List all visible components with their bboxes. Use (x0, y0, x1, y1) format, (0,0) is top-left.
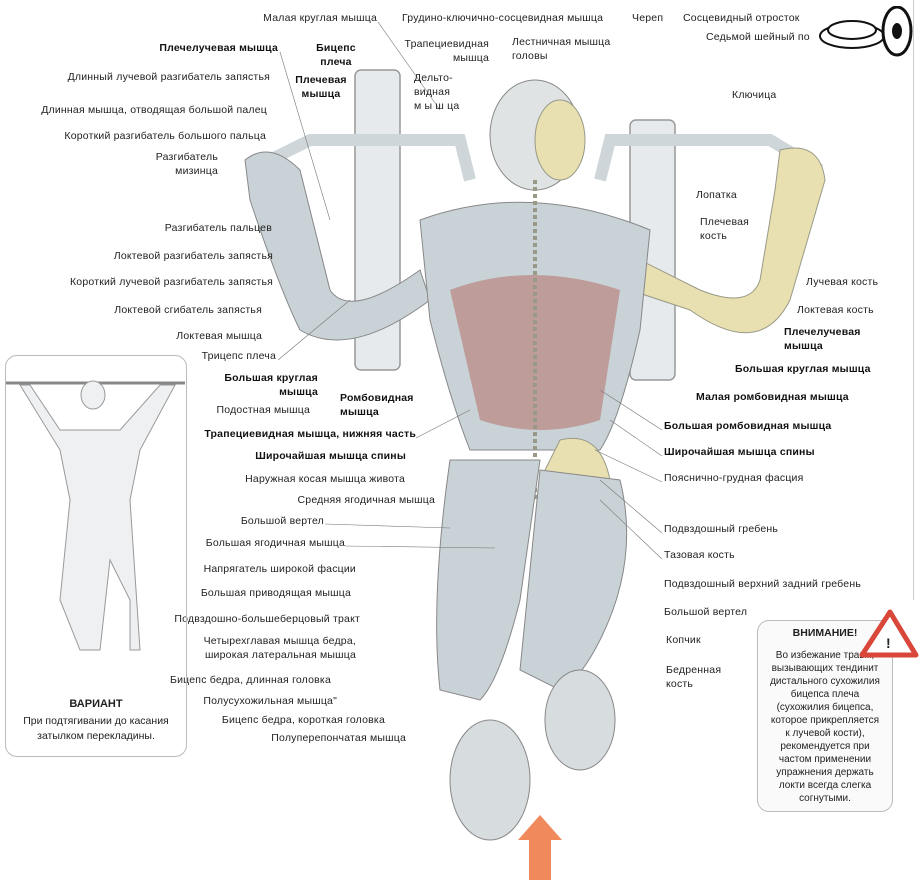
left-leg (436, 459, 541, 701)
weight-plates-icon (819, 5, 913, 57)
label-rhomboid-minor: Малая ромбовидная мышца (696, 391, 849, 403)
label-flexor-carpi-ulnaris: Локтевой сгибатель запястья (114, 304, 262, 316)
warning-panel: ВНИМАНИЕ! Во избежание травм, вызывающих… (757, 620, 893, 812)
label-ext-digitorum: Разгибатель пальцев (164, 222, 272, 234)
warning-triangle-icon: ! (858, 606, 920, 660)
label-deltoid: Дельто- видная м ы ш ца (414, 72, 460, 112)
label-rhomboid-major: Большая ромбовидная мышца (664, 420, 832, 432)
label-lower-trapezius: Трапециевидная мышца, нижняя часть (204, 428, 416, 440)
right-leg (519, 469, 628, 691)
label-ext-carpi-rad-longus: Длинный лучевой разгибатель запястья (67, 71, 270, 83)
variant-title: ВАРИАНТ (69, 698, 123, 710)
label-semitendinosus: Полусухожильная мышца" (203, 695, 337, 707)
back-muscles (450, 275, 620, 430)
label-skull: Череп (632, 12, 664, 24)
label-gluteus-medius: Средняя ягодичная мышца (297, 494, 435, 506)
label-ulna: Локтевая кость (797, 304, 874, 316)
label-triceps: Трицепс плеча (201, 350, 276, 362)
label-brachialis: Плечевая мышца (295, 74, 347, 100)
label-greater-trochanter-left: Большой вертел (240, 515, 324, 527)
left-foot (449, 719, 531, 841)
label-tensor-fasciae-latae: Напрягатель широкой фасции (203, 563, 356, 575)
label-biceps-femoris-long: Бицепс бедра, длинная головка (170, 674, 331, 686)
label-ext-carpi-rad-brevis: Короткий лучевой разгибатель запястья (69, 276, 273, 288)
label-teres-minor: Малая круглая мышца (263, 12, 377, 24)
variant-panel: ВАРИАНТ При подтягивании до касания заты… (5, 355, 187, 757)
label-latissimus-left: Широчайшая мышца спины (255, 450, 406, 462)
label-femur: Бедренная кость (666, 664, 722, 690)
label-gluteus-maximus: Большая ягодичная мышца (205, 537, 345, 549)
label-scalene: Лестничная мышца головы (512, 36, 611, 62)
left-arm (244, 151, 431, 341)
warning-title: ВНИМАНИЕ! (792, 627, 858, 639)
label-radius: Лучевая кость (806, 276, 879, 288)
label-teres-major-left: Большая круглая мышца (224, 372, 318, 398)
label-anconeus: Локтевая мышца (176, 330, 262, 342)
variant-figure (5, 380, 185, 651)
label-biceps-femoris-short: Бицепс бедра, короткая головка (221, 714, 385, 726)
label-ext-digiti-minimi: Разгибатель мизинца (155, 151, 218, 177)
leader-lines (277, 21, 663, 560)
divider (913, 0, 914, 600)
right-arm (599, 147, 826, 334)
label-sternocleidomastoid: Грудино-ключично-сосцевидная мышца (402, 12, 604, 24)
label-ext-pollicis-brevis: Короткий разгибатель большого пальца (64, 130, 266, 142)
label-teres-major-right: Большая круглая мышца (735, 363, 871, 375)
label-ext-carpi-ulnaris: Локтевой разгибатель запястья (113, 250, 273, 262)
label-clavicle: Ключица (732, 89, 777, 101)
right-foot (544, 669, 616, 771)
label-pelvic-bone: Тазовая кость (664, 549, 735, 561)
label-latissimus-right: Широчайшая мышца спины (664, 446, 815, 458)
label-rhomboid: Ромбовидная мышца (340, 392, 414, 418)
label-posterior-superior-iliac: Подвздошный верхний задний гребень (664, 578, 861, 590)
svg-text:!: ! (886, 635, 891, 651)
warning-body: Во избежание травм, вызывающих тендинит … (770, 650, 880, 804)
up-arrow-icon (518, 815, 562, 880)
label-humerus: Плечевая кость (700, 216, 750, 242)
label-infraspinatus: Подостная мышца (216, 404, 310, 416)
label-mastoid-process: Сосцевидный отросток (683, 12, 800, 24)
label-abd-pollicis-longus: Длинная мышца, отводящая большой палец (41, 104, 267, 116)
variant-description: При подтягивании до касания затылком пер… (23, 715, 169, 742)
label-iliotibial-tract: Подвздошно-большеберцовый тракт (174, 613, 360, 625)
label-coccyx: Копчик (666, 634, 701, 646)
label-iliac-crest: Подвздошный гребень (664, 523, 779, 535)
label-brachioradialis: Плечелучевая мышца (159, 42, 278, 54)
skull (534, 99, 586, 181)
label-biceps: Бицепс плеча (316, 42, 356, 68)
label-trapezius: Трапециевидная мышца (404, 38, 489, 64)
label-external-oblique: Наружная косая мышца живота (245, 473, 405, 485)
label-scapula: Лопатка (696, 189, 737, 201)
label-adductor-magnus: Большая приводящая мышца (200, 587, 351, 599)
heavystuff-logo (812, 5, 916, 58)
label-c7-vertebra: Седьмой шейный по (706, 31, 810, 43)
label-greater-trochanter-right: Большой вертел (664, 606, 748, 618)
label-vastus-lateralis: Четырехглавая мышца бедра, широкая латер… (203, 635, 356, 661)
label-brachioradialis-right: Плечелучевая мышца (784, 326, 861, 352)
label-thoracolumbar-fascia: Пояснично-грудная фасция (664, 472, 804, 484)
label-semimembranosus: Полуперепончатая мышца (271, 732, 406, 744)
